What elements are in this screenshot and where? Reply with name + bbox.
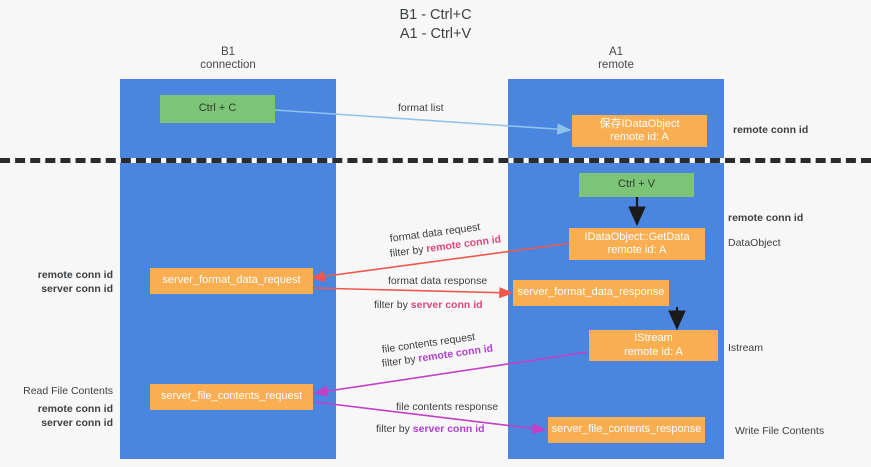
arrow-format-data-response [311,287,514,299]
node-ctrl-v-line-0: Ctrl + V [618,178,655,191]
node-server-file-contents-request-line-0: server_file_contents_request [160,390,303,403]
arrow-format-data-request [310,242,573,282]
node-server-file-contents-response[interactable]: server_file_contents_response [548,417,705,443]
node-server-file-contents-request[interactable]: server_file_contents_request [150,384,313,410]
node-save-idataobject-line-1: remote id: A [610,131,669,143]
arrow-file-contents-request [313,351,589,397]
node-server-format-data-request-line-0: server_format_data_request [162,274,301,287]
node-istream-line-1: remote id: A [624,345,683,358]
node-ctrl-c-line-0: Ctrl + C [198,102,237,115]
node-istream-line-0: IStream [634,332,673,344]
node-save-idataobject-line-0: 保存IDataObject [599,117,680,130]
node-save-idataobject[interactable]: 保存IDataObject remote id: A [572,115,707,147]
arrow-file-contents-response [314,401,547,435]
node-istream[interactable]: IStream remote id: A [589,330,718,361]
node-server-file-contents-response-line-0: server_file_contents_response [551,423,702,436]
section-divider [0,158,871,163]
node-ctrl-c[interactable]: Ctrl + C [160,95,275,123]
node-ctrl-v[interactable]: Ctrl + V [579,173,694,197]
page-title: B1 - Ctrl+C A1 - Ctrl+V [399,7,472,42]
arrow-format-list [274,109,572,135]
lane-a1-lower [508,163,724,459]
node-idataobject-getdata-line-1: remote id: A [607,244,667,256]
node-server-format-data-response[interactable]: server_format_data_response [513,280,669,306]
node-idataobject-getdata-line-0: IDataObject::GetData [584,230,690,243]
column-header-b1: B1 connection [200,46,256,71]
node-server-format-data-request[interactable]: server_format_data_request [150,268,313,294]
column-header-a1: A1 remote [598,46,634,71]
node-server-format-data-response-line-0: server_format_data_response [517,286,665,299]
node-idataobject-getdata[interactable]: IDataObject::GetData remote id: A [569,228,705,260]
